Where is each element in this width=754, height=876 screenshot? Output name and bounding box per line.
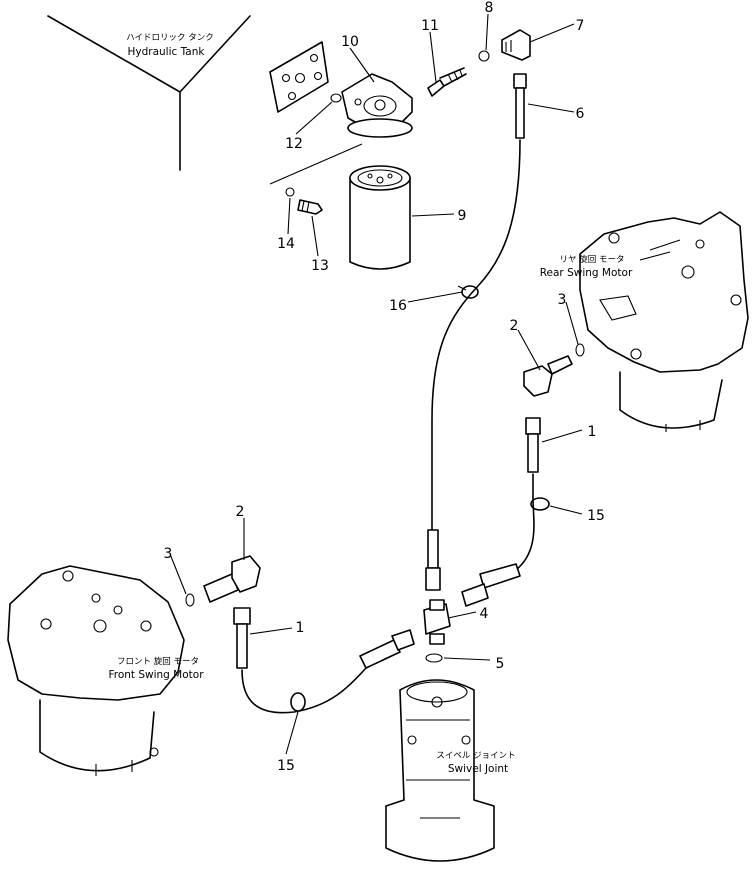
callout-1-front: 1 xyxy=(296,620,305,636)
elbow-7 xyxy=(501,29,531,61)
o-ring-12 xyxy=(330,93,342,103)
o-ring-5 xyxy=(425,653,443,663)
filter-cartridge xyxy=(349,165,411,270)
callout-numbers: 10 11 8 7 6 12 9 14 13 16 2 3 1 15 2 3 1… xyxy=(164,0,605,774)
callout-9: 9 xyxy=(458,208,467,224)
mounting-bracket xyxy=(269,41,329,113)
callout-15-rear: 15 xyxy=(587,508,605,524)
hose-1-rear xyxy=(461,417,541,607)
callout-3-rear: 3 xyxy=(558,292,567,308)
hydraulic-tank xyxy=(47,15,251,171)
elbow-2-front xyxy=(203,555,261,603)
callout-7: 7 xyxy=(576,18,585,34)
swivel-joint xyxy=(385,679,495,862)
hose-1-front xyxy=(233,607,415,714)
front-swing-motor xyxy=(7,565,185,776)
caption-hydraulic-tank: ハイドロリック タンク Hydraulic Tank xyxy=(126,33,214,58)
tee-fitting-4 xyxy=(423,599,451,645)
caption-front-swing-motor-jp: フロント 旋回 モータ xyxy=(117,656,199,667)
clamp-15-rear xyxy=(530,497,550,511)
o-ring-3-front xyxy=(185,593,195,607)
callout-2-rear: 2 xyxy=(510,318,519,334)
callout-14: 14 xyxy=(277,236,295,252)
washer-14 xyxy=(285,187,295,197)
callout-15-front: 15 xyxy=(277,758,295,774)
fitting-11 xyxy=(427,67,467,97)
caption-front-swing-motor: フロント 旋回 モータ Front Swing Motor xyxy=(108,656,204,681)
callout-1-rear: 1 xyxy=(588,424,597,440)
callout-13: 13 xyxy=(311,258,329,274)
callout-6: 6 xyxy=(576,106,585,122)
caption-hydraulic-tank-en: Hydraulic Tank xyxy=(128,46,206,58)
caption-swivel-joint-jp: スイベル ジョイント xyxy=(436,751,515,761)
filter-head xyxy=(341,73,413,138)
callout-10: 10 xyxy=(341,34,359,50)
callout-4: 4 xyxy=(480,606,489,622)
caption-rear-swing-motor-jp: リヤ 旋回 モータ xyxy=(560,254,625,265)
caption-front-swing-motor-en: Front Swing Motor xyxy=(108,669,204,681)
callout-16: 16 xyxy=(389,298,407,314)
leader-lines xyxy=(169,13,583,755)
o-ring-3-rear xyxy=(575,343,585,357)
o-ring-8 xyxy=(478,50,490,62)
rear-swing-motor xyxy=(579,211,749,432)
hose-6 xyxy=(425,73,527,591)
callout-2-front: 2 xyxy=(236,504,245,520)
callout-8: 8 xyxy=(485,0,494,16)
caption-rear-swing-motor: リヤ 旋回 モータ Rear Swing Motor xyxy=(540,254,633,279)
caption-swivel-joint-en: Swivel Joint xyxy=(448,763,508,775)
callout-11: 11 xyxy=(421,18,439,34)
caption-rear-swing-motor-en: Rear Swing Motor xyxy=(540,267,633,279)
callout-5: 5 xyxy=(496,656,505,672)
callout-12: 12 xyxy=(285,136,303,152)
elbow-2-rear xyxy=(523,355,573,397)
bolt-13 xyxy=(297,199,323,215)
caption-hydraulic-tank-jp: ハイドロリック タンク xyxy=(126,33,214,43)
callout-3-front: 3 xyxy=(164,546,173,562)
clamp-15-front xyxy=(290,692,306,712)
caption-swivel-joint: スイベル ジョイント Swivel Joint xyxy=(436,751,515,775)
assembly-line xyxy=(269,143,363,185)
